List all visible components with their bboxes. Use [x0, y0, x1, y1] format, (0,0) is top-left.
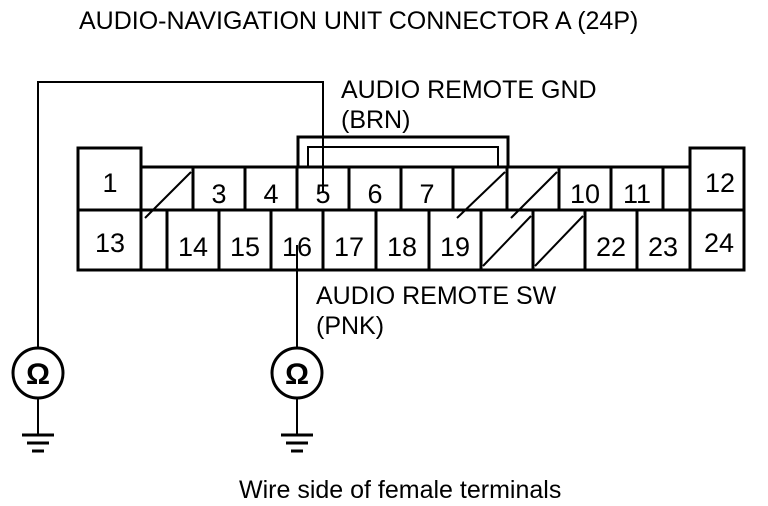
pin-14: 14: [178, 232, 208, 262]
unused-pin-20-mark: [482, 215, 532, 267]
ground-icon: [281, 433, 313, 453]
unused-pin-2-mark: [144, 171, 192, 219]
pin-15: 15: [230, 232, 260, 262]
unused-terminal-marks: [144, 171, 584, 267]
pin-17: 17: [334, 232, 364, 262]
unused-pin-9-mark: [510, 171, 558, 219]
top-row-dividers: [191, 167, 665, 210]
pin-1: 1: [102, 168, 117, 198]
pin-numbers: 1 3 4 5 6 7 10 11 12 13 14 15 16 17 18 1…: [95, 168, 735, 262]
pin-7: 7: [419, 179, 434, 209]
pin-3: 3: [211, 179, 226, 209]
gnd-signal-label: AUDIO REMOTE GND: [341, 76, 597, 104]
sw-signal-label: AUDIO REMOTE SW: [316, 282, 557, 310]
unused-pin-8-mark: [456, 171, 506, 219]
bottom-row-dividers: [165, 210, 639, 270]
probe-wire-gnd: [37, 81, 324, 348]
pin-19: 19: [440, 232, 470, 262]
gnd-wire-color: (BRN): [341, 106, 410, 134]
pin-24: 24: [704, 228, 734, 258]
diagram-title: AUDIO-NAVIGATION UNIT CONNECTOR A (24P): [79, 7, 638, 35]
pin-6: 6: [367, 179, 382, 209]
ohmmeter-symbol: Ω: [26, 358, 50, 391]
ohmmeter-icon: Ω: [11, 346, 65, 400]
pin-13: 13: [95, 228, 125, 258]
ohmmeter-icon: Ω: [270, 346, 324, 400]
pin-10: 10: [570, 179, 600, 209]
unused-pin-21-mark: [534, 215, 584, 267]
pin-22: 22: [596, 232, 626, 262]
diagram-caption: Wire side of female terminals: [239, 476, 561, 504]
pin-4: 4: [263, 179, 278, 209]
pin-23: 23: [648, 232, 678, 262]
pin-5: 5: [315, 179, 330, 209]
connector-lock-tab: [307, 146, 499, 167]
sw-wire-color: (PNK): [316, 312, 384, 340]
ohmmeter-symbol: Ω: [285, 358, 309, 391]
pin-11: 11: [623, 179, 651, 209]
ground-icon: [22, 433, 54, 453]
pin-18: 18: [387, 232, 417, 262]
pin-12: 12: [705, 168, 735, 198]
